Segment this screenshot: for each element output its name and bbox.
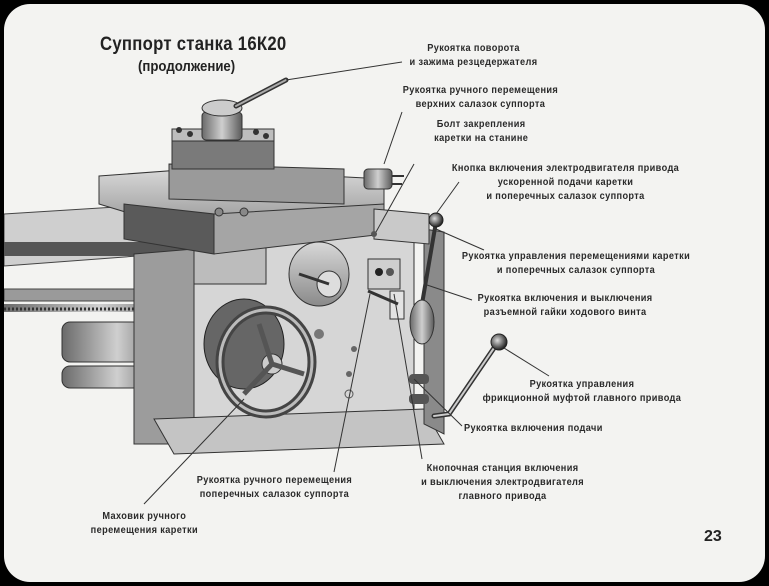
lathe-carriage-illustration [4,61,550,505]
carriage-handwheel-art [203,298,317,419]
apron-body [133,228,445,455]
label-carriage-lock-bolt: Болт закрепления каретки на станине [434,119,529,144]
label-rapid-feed-button: Кнопка включения электродвигателя привод… [451,163,680,202]
button-panel [367,258,405,320]
label-carriage-control-handle: Рукоятка управления перемещениями каретк… [461,251,691,276]
label-upper-slide-handle: Рукоятка ручного перемещения верхних сал… [402,85,559,110]
slide-frame: Суппорт станка 16К20 (продолжение) [4,4,765,582]
leader-cross-slide [333,293,371,473]
slide-subtitle: (продолжение) [138,58,236,75]
cross-slide-dial [288,241,350,307]
leader-split-nut [423,283,473,301]
control-lever [409,212,444,345]
cross-slide [168,128,345,217]
label-split-nut-handle: Рукоятка включения и выключения разъемно… [477,293,653,318]
friction-crank [409,333,508,419]
label-friction-clutch-handle: Рукоятка управления фрикционной муфтой г… [482,379,682,404]
slide-title: Суппорт станка 16К20 [100,34,287,55]
label-cross-slide-handle: Рукоятка ручного перемещения поперечных … [196,475,353,500]
page-number: 23 [704,528,722,545]
label-feed-engage-handle: Рукоятка включения подачи [464,423,603,434]
leader-rapid [435,181,460,215]
leader-button-station [393,293,423,460]
leader-lines [143,61,550,505]
label-toolpost-handle: Рукоятка поворота и зажима резцедержател… [409,43,538,68]
label-button-station: Кнопочная станция включения и выключения… [421,463,585,502]
leader-upper-slide [383,111,403,165]
leader-bolt [375,163,415,233]
tool-post [176,77,289,141]
leader-feed [413,378,463,427]
leader-carriage-control [435,228,485,251]
label-carriage-handwheel: Маховик ручного перемещения каретки [90,511,198,536]
leader-friction [503,347,550,377]
leader-handwheel [143,398,245,505]
upper-slide-screw [363,168,404,190]
leader-toolpost [285,61,403,81]
